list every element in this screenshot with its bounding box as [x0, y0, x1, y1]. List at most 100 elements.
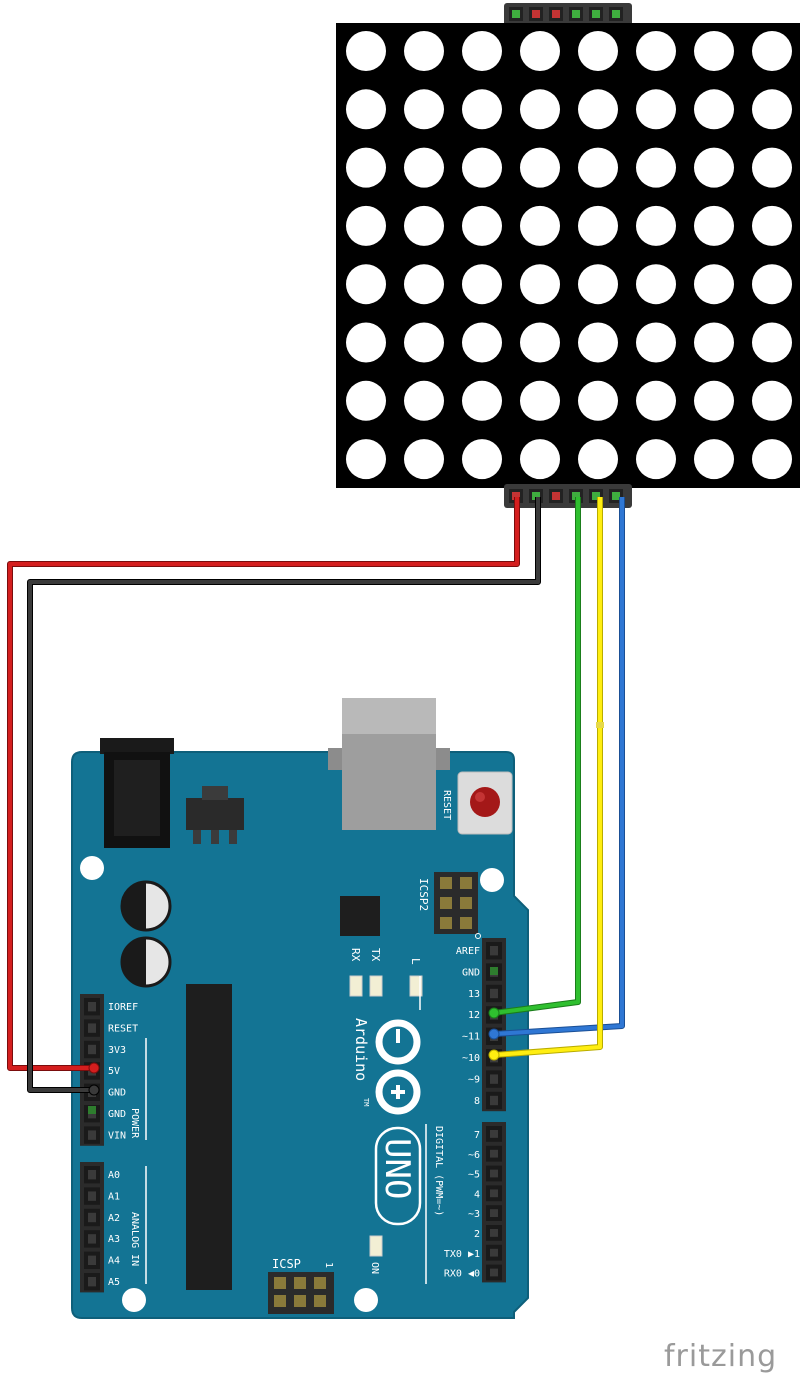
- pin-label: ~6: [468, 1150, 480, 1161]
- pin-label: 13: [468, 989, 480, 1000]
- pin-label: A1: [108, 1191, 120, 1202]
- led-dot: [752, 380, 792, 421]
- led-dot: [346, 89, 386, 130]
- pin-label: ~5: [468, 1170, 480, 1181]
- wire-green-pin12: [493, 497, 581, 1016]
- l-led-label: L: [409, 958, 422, 965]
- fritzing-watermark: fritzing: [664, 1339, 777, 1374]
- arduino-label: Arduino: [352, 1018, 370, 1081]
- led-dot: [520, 439, 560, 480]
- led-dot: [752, 89, 792, 130]
- arduino-uno-board: RESET RX TX L ICSP2: [71, 698, 529, 1319]
- matrix-leds: [346, 31, 792, 480]
- wire-black-gnd: [27, 497, 541, 1093]
- capacitor: [120, 936, 172, 988]
- led-dot: [520, 264, 560, 305]
- tx-label: TX: [369, 948, 382, 962]
- led-dot: [346, 264, 386, 305]
- led-dot: [578, 380, 618, 421]
- pin-label: IOREF: [108, 1002, 138, 1013]
- icsp2-header: [434, 872, 478, 934]
- led-dot: [578, 89, 618, 130]
- digital-header-lower: [482, 1122, 506, 1283]
- uno-badge: [374, 1126, 422, 1226]
- pin-label: TX0 ▶1: [444, 1249, 480, 1260]
- led-dot: [752, 31, 792, 71]
- arduino-logo: [375, 1019, 421, 1115]
- led-dot: [462, 205, 502, 246]
- wire-yellow-pin10: [493, 497, 604, 1058]
- analog-header: [80, 1162, 104, 1293]
- led-dot: [636, 89, 676, 130]
- digital-title: DIGITAL (PWM=~): [433, 1126, 444, 1216]
- led-dot: [520, 322, 560, 363]
- icsp2-pin: [440, 897, 452, 909]
- tx-rx-leds: [349, 975, 423, 997]
- led-dot: [404, 439, 444, 480]
- led-dot: [752, 322, 792, 363]
- led-dot: [636, 264, 676, 305]
- on-led: [369, 1235, 383, 1257]
- icsp-pin: [274, 1277, 286, 1289]
- mounting-hole: [122, 1288, 146, 1312]
- led-dot: [694, 380, 734, 421]
- digital-header-upper: [482, 938, 506, 1112]
- pin-label: A5: [108, 1277, 120, 1288]
- icsp-pin: [314, 1295, 326, 1307]
- led-dot: [694, 89, 734, 130]
- led-dot: [752, 264, 792, 305]
- led-dot: [578, 147, 618, 188]
- usb-connector: [328, 698, 450, 830]
- led-dot: [346, 31, 386, 71]
- led-dot: [346, 147, 386, 188]
- led-dot: [636, 322, 676, 363]
- led-dot: [578, 322, 618, 363]
- matrix-top-header-pins: [509, 7, 623, 21]
- voltage-regulator: [186, 786, 244, 844]
- led-dot: [462, 322, 502, 363]
- led-dot: [752, 205, 792, 246]
- icsp-pin1-mark: 1: [323, 1262, 334, 1268]
- pin-label: AREF: [456, 946, 480, 957]
- icsp2-pin: [460, 877, 472, 889]
- rx-label: RX: [349, 948, 362, 962]
- led-dot: [694, 205, 734, 246]
- wires: [7, 497, 625, 1096]
- led-dot: [520, 31, 560, 71]
- led-dot: [462, 89, 502, 130]
- pin-label: A4: [108, 1256, 120, 1267]
- led-dot: [404, 147, 444, 188]
- wire-blue-pin11: [493, 497, 625, 1037]
- trademark-label: TM: [362, 1098, 370, 1106]
- pin-label: ~3: [468, 1209, 480, 1220]
- wire-red-5v: [7, 497, 520, 1071]
- icsp-pin: [314, 1277, 326, 1289]
- led-dot: [404, 264, 444, 305]
- icsp-header: [268, 1272, 334, 1314]
- icsp-pin: [294, 1295, 306, 1307]
- led-dot: [520, 89, 560, 130]
- dc-power-jack: [100, 738, 174, 848]
- usb-interface-chip: [340, 896, 380, 936]
- led-dot: [462, 439, 502, 480]
- led-dot: [404, 380, 444, 421]
- pin-label: A0: [108, 1170, 120, 1181]
- led-dot: [636, 439, 676, 480]
- led-dot: [752, 439, 792, 480]
- icsp-pin: [294, 1277, 306, 1289]
- pin-label: 12: [468, 1010, 480, 1021]
- led-dot: [346, 322, 386, 363]
- icsp2-pin: [440, 917, 452, 929]
- pin-label: 2: [474, 1229, 480, 1240]
- pin-label: 3V3: [108, 1045, 126, 1056]
- analog-title: ANALOG IN: [129, 1212, 140, 1266]
- icsp2-pin: [460, 917, 472, 929]
- pin-label: A2: [108, 1213, 120, 1224]
- pin-label: RESET: [108, 1023, 138, 1034]
- led-dot: [462, 380, 502, 421]
- led-dot: [636, 380, 676, 421]
- reset-button[interactable]: [457, 771, 513, 835]
- led-dot: [520, 380, 560, 421]
